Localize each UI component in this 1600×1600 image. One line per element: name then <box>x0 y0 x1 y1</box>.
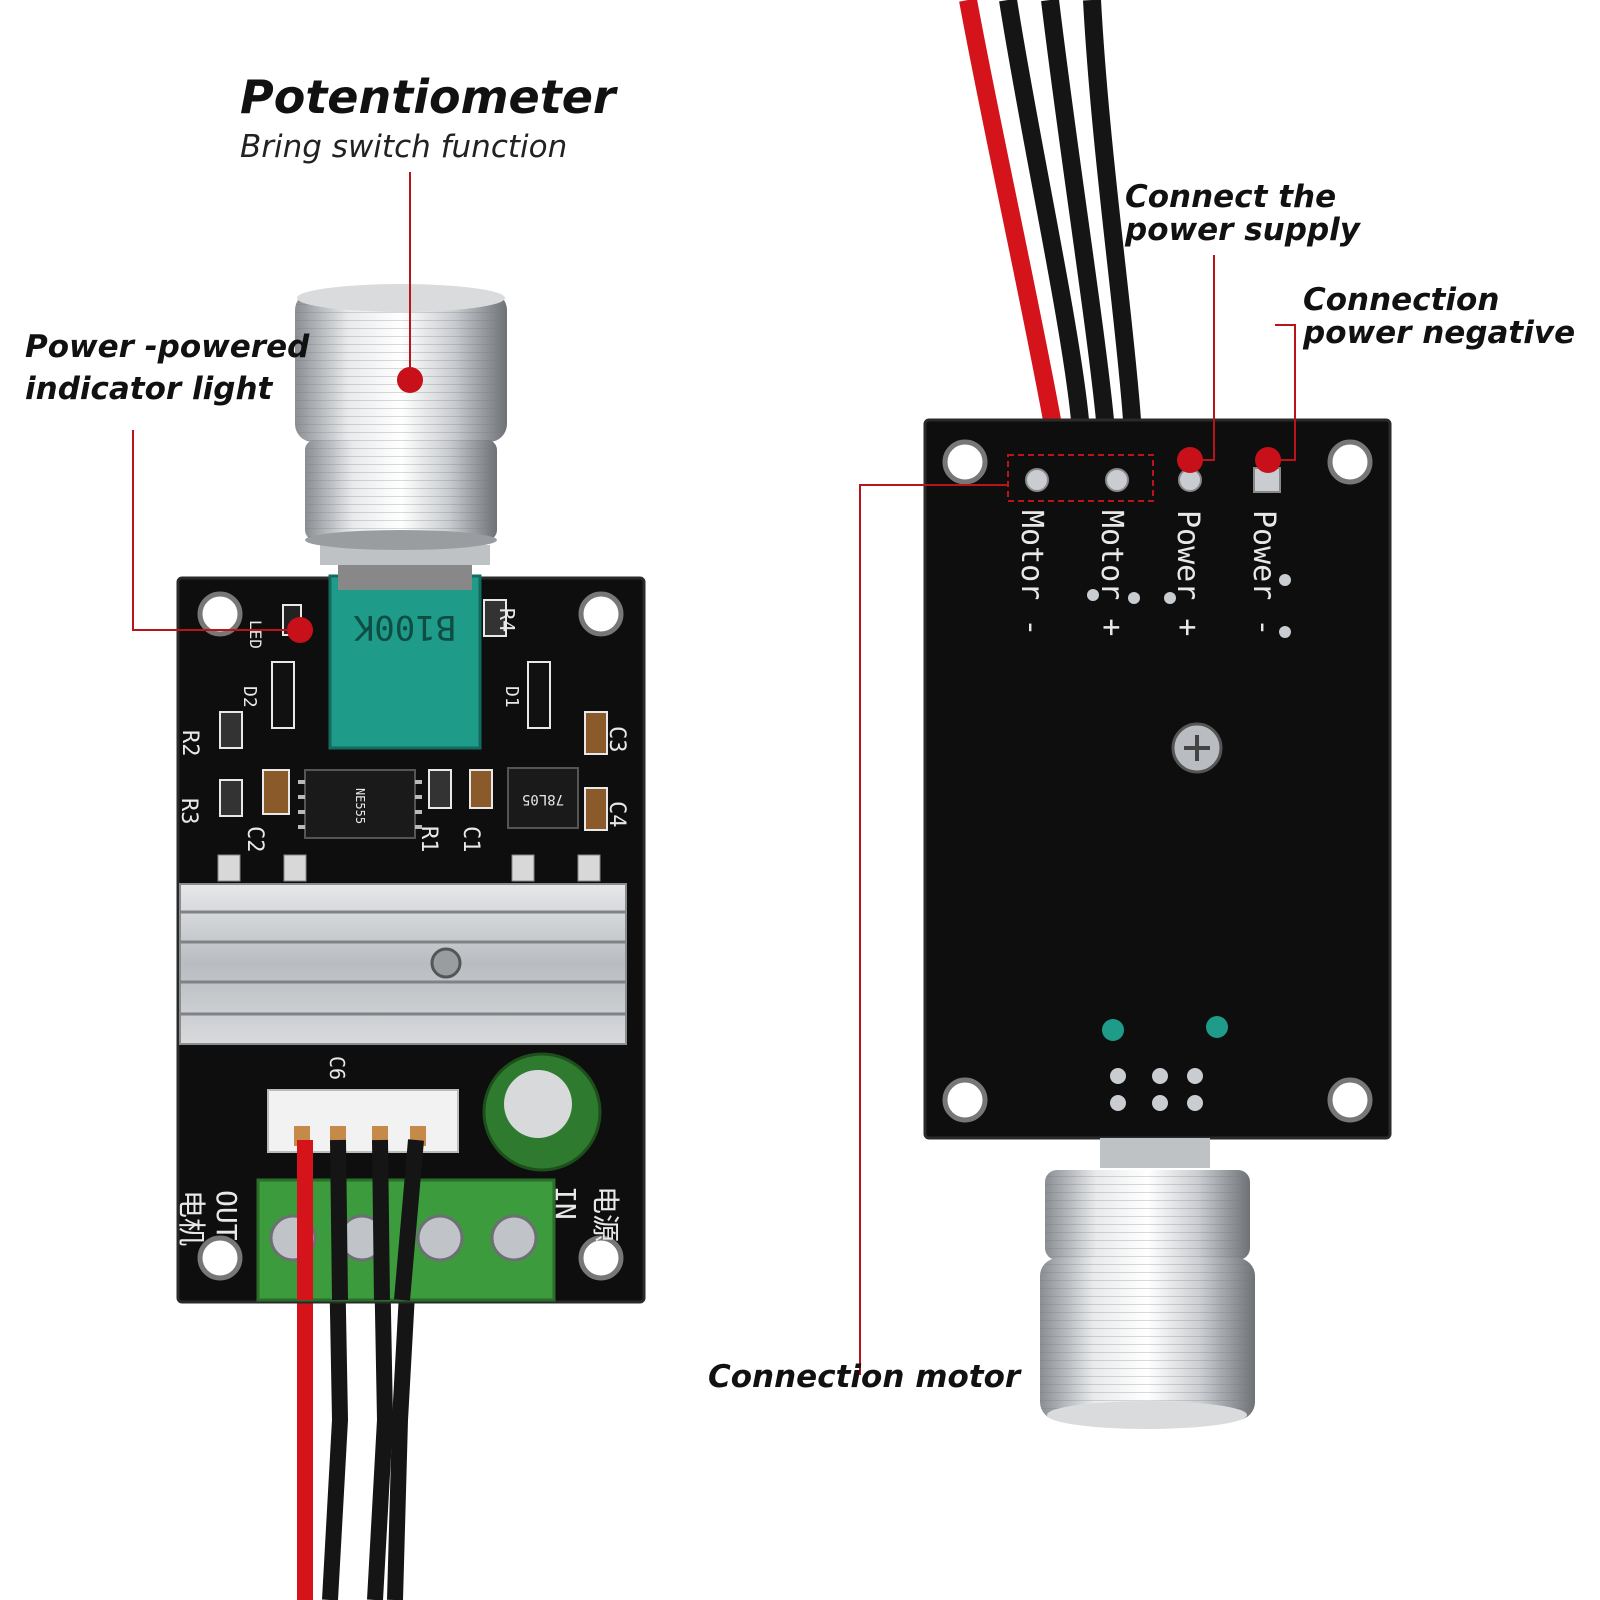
silk-r3: R3 <box>176 798 201 825</box>
motor-label: Connection motor <box>708 1359 1021 1395</box>
silk-c4: C4 <box>604 801 629 828</box>
pad-power-plus: Power + <box>1170 510 1205 636</box>
silk-d2: D2 <box>239 686 260 708</box>
back-pcb <box>923 418 1392 1140</box>
silk-c3: C3 <box>604 726 629 753</box>
silk-c1: C1 <box>458 826 483 853</box>
ne555-chip <box>304 769 416 839</box>
regulator-chip <box>507 767 579 829</box>
front-knob <box>295 284 507 550</box>
power-negative-label-line1: Connection <box>1303 282 1500 318</box>
power-supply-label-line2: power supply <box>1125 212 1360 248</box>
pad-power-minus: Power - <box>1246 510 1281 636</box>
power-supply-dot <box>1177 447 1203 473</box>
indicator-label-line2: indicator light <box>25 371 273 407</box>
power-negative-label-line2: power negative <box>1303 315 1576 351</box>
heatsink <box>179 883 627 1045</box>
ic-marking: NE555 <box>353 788 367 824</box>
silk-in-cn: 电源 <box>589 1186 622 1242</box>
silk-out-cn: 电机 <box>175 1190 208 1246</box>
pot-marking: B100K <box>353 607 456 647</box>
potentiometer-dot <box>397 367 423 393</box>
potentiometer-subtitle: Bring switch function <box>240 129 568 165</box>
indicator-label-line1: Power -powered <box>25 329 310 365</box>
regulator-marking: 78L05 <box>522 791 564 807</box>
silk-led: LED <box>246 620 265 649</box>
power-supply-label-line1: Connect the <box>1125 179 1337 215</box>
silk-c6: C6 <box>325 1056 349 1080</box>
pot-body <box>328 574 482 750</box>
potentiometer-title: Potentiometer <box>240 70 616 124</box>
silk-c2: C2 <box>242 826 267 853</box>
silk-d1: D1 <box>501 686 522 708</box>
silk-out: OUT <box>210 1190 243 1241</box>
indicator-dot <box>287 617 313 643</box>
back-knob <box>1040 1138 1255 1429</box>
silk-r4: R4 <box>495 608 519 632</box>
callout-dots <box>287 367 1281 643</box>
pad-motor-plus: Motor + <box>1094 510 1129 636</box>
silk-r1: R1 <box>416 826 441 853</box>
power-negative-dot <box>1255 447 1281 473</box>
back-board <box>923 0 1392 1429</box>
front-board <box>176 284 646 1600</box>
silk-in: IN <box>549 1186 582 1220</box>
silk-r2: R2 <box>177 730 202 757</box>
pad-motor-minus: Motor - <box>1014 510 1049 636</box>
